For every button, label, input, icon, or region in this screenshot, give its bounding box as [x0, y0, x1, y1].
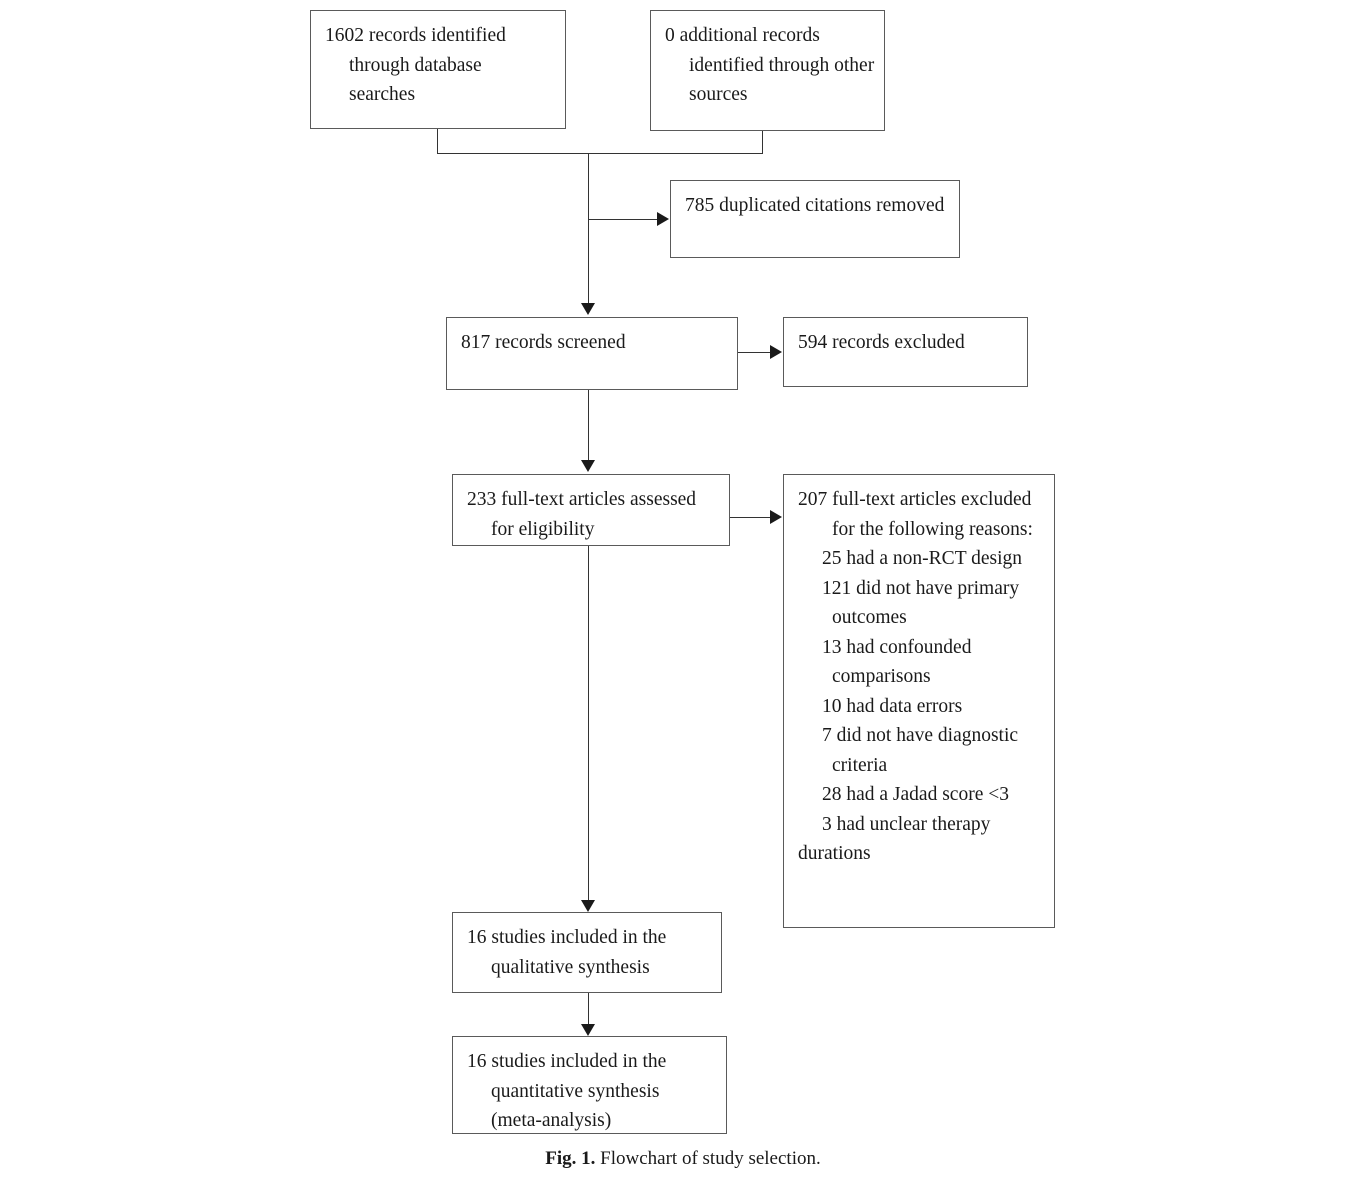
arrowhead-to-quantitative	[581, 1024, 595, 1036]
node-line: sources	[689, 84, 748, 105]
connector-db-stub	[437, 129, 438, 154]
figure-label: Fig. 1.	[545, 1148, 596, 1169]
node-records-excluded: 594 records excluded	[783, 317, 1028, 387]
node-line: 25 had a non-RCT design	[822, 548, 1023, 569]
node-line: through database	[349, 54, 482, 76]
node-line: for eligibility	[491, 518, 595, 540]
connector-to-duplicates	[588, 219, 658, 220]
node-line: (meta-analysis)	[491, 1110, 612, 1131]
node-line: 16 studies included in the	[467, 1051, 667, 1072]
arrowhead-to-fulltext-excluded	[770, 510, 782, 524]
connector-fulltext-to-qualitative	[588, 546, 589, 902]
node-line: qualitative synthesis	[491, 956, 650, 978]
arrowhead-to-duplicates	[657, 212, 669, 226]
figure-caption-text: Flowchart of study selection.	[600, 1148, 821, 1169]
node-line: durations	[798, 843, 871, 864]
node-line: 13 had confounded	[822, 636, 972, 658]
node-line: comparisons	[832, 666, 931, 687]
connector-trunk-to-screened	[588, 153, 589, 305]
node-line: 7 did not have diagnostic	[822, 725, 1019, 746]
connector-screened-to-excluded	[738, 352, 771, 353]
connector-qualitative-to-quantitative	[588, 993, 589, 1026]
connector-screened-to-fulltext	[588, 390, 589, 462]
node-quantitative-synthesis: 16 studies included in the quantitative …	[452, 1036, 727, 1134]
connector-other-stub	[762, 131, 763, 154]
node-line: for the following reasons:	[832, 518, 1033, 540]
node-line: quantitative synthesis	[491, 1080, 660, 1102]
node-records-screened: 817 records screened	[446, 317, 738, 390]
arrowhead-to-records-excluded	[770, 345, 782, 359]
connector-merge-bar	[437, 153, 763, 154]
node-line: identified through other	[689, 54, 875, 76]
node-fulltext-assessed: 233 full-text articles assessed for elig…	[452, 474, 730, 546]
node-fulltext-excluded-reasons: 207 full-text articles excluded for the …	[783, 474, 1055, 928]
node-line: 817 records screened	[461, 332, 626, 353]
connector-fulltext-to-excluded	[730, 517, 771, 518]
node-line: 207 full-text articles excluded	[798, 489, 1032, 510]
node-line: 1602 records identified	[325, 25, 506, 46]
node-line: 785 duplicated citations removed	[685, 195, 945, 216]
node-records-identified-other: 0 additional records identified through …	[650, 10, 885, 131]
node-records-identified-database: 1602 records identified through database…	[310, 10, 566, 129]
node-line: 28 had a Jadad score <3	[822, 784, 1009, 805]
figure-caption: Fig. 1. Flowchart of study selection.	[0, 1148, 1366, 1170]
arrowhead-to-fulltext	[581, 460, 595, 472]
node-line: 10 had data errors	[822, 695, 963, 717]
node-line: 121 did not have primary	[822, 577, 1020, 599]
node-line: outcomes	[832, 607, 907, 628]
node-line: criteria	[832, 754, 888, 776]
arrowhead-to-screened	[581, 303, 595, 315]
node-line: 594 records excluded	[798, 332, 965, 353]
node-line: 3 had unclear therapy	[822, 813, 991, 835]
node-line: 233 full-text articles assessed	[467, 489, 697, 510]
node-line: 16 studies included in the	[467, 927, 667, 948]
node-duplicates-removed: 785 duplicated citations removed	[670, 180, 960, 258]
node-line: searches	[349, 84, 416, 105]
node-qualitative-synthesis: 16 studies included in the qualitative s…	[452, 912, 722, 993]
node-line: 0 additional records	[665, 25, 820, 46]
arrowhead-to-qualitative	[581, 900, 595, 912]
